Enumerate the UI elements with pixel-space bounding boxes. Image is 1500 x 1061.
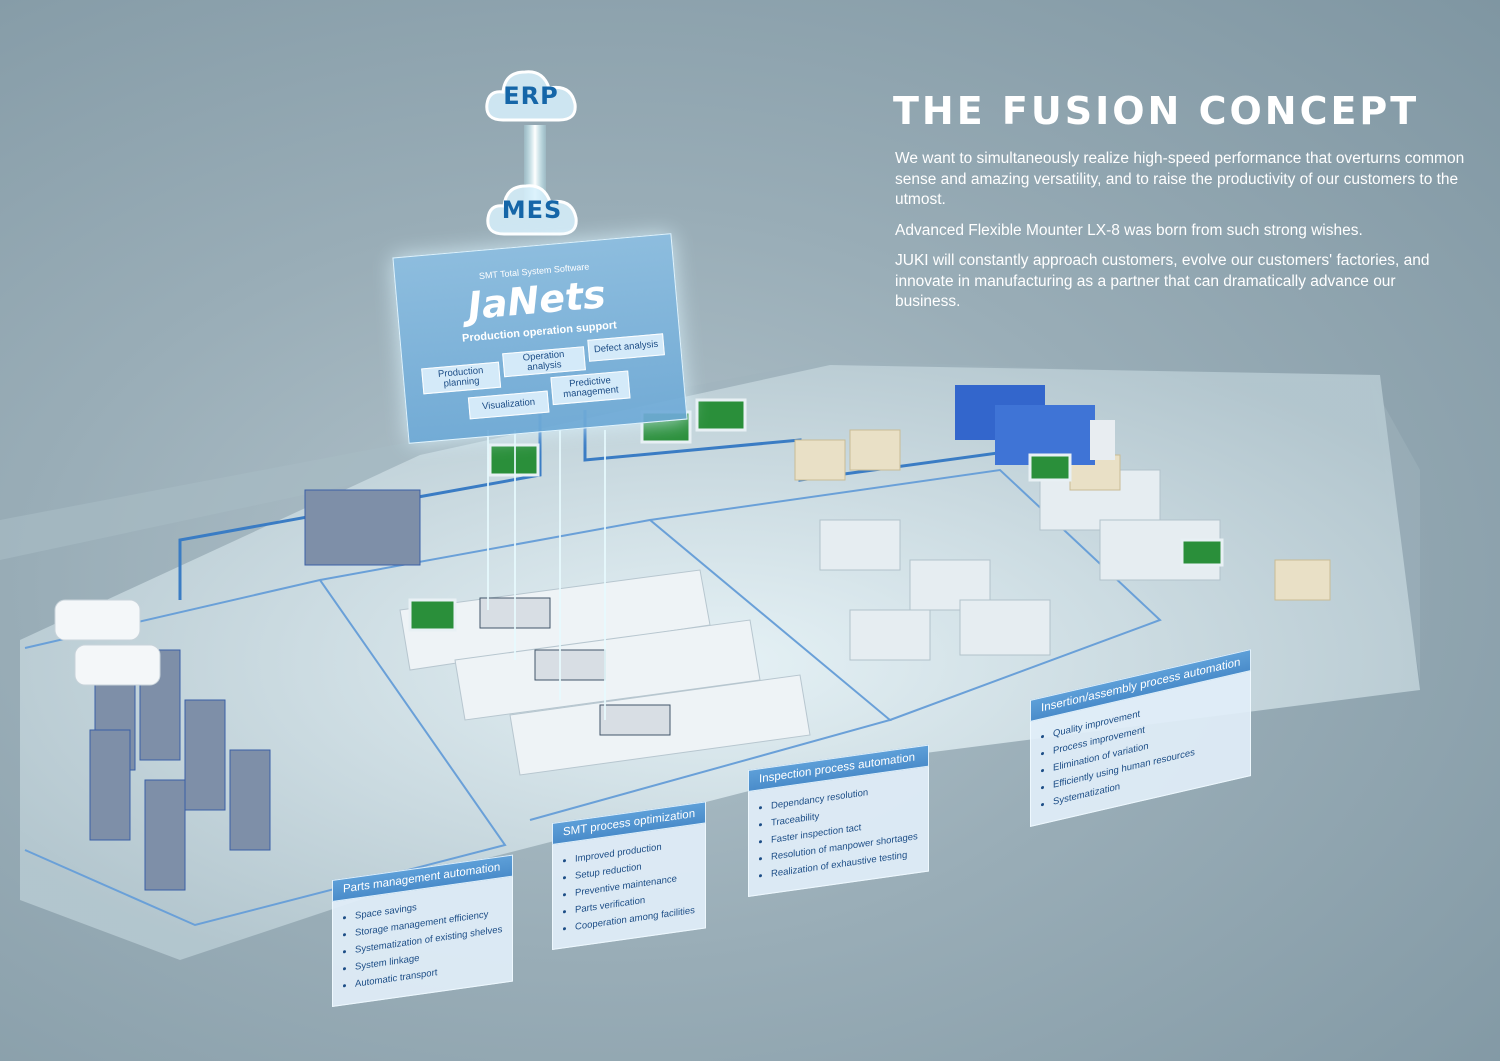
trucks	[955, 385, 1115, 465]
module-defect-analysis: Defect analysis	[587, 333, 665, 362]
module-operation-analysis: Operation analysis	[502, 346, 586, 378]
vans	[54, 599, 161, 686]
back-wall-left	[0, 440, 420, 560]
pallets	[794, 429, 1331, 601]
storage-racks	[89, 489, 421, 891]
mounter-heads	[479, 597, 671, 736]
panel-smt-process: SMT process optimization Improved produc…	[552, 801, 707, 950]
zone-outline-smt	[319, 518, 893, 821]
cloud-icon	[485, 70, 577, 122]
panel-inspection-process: Inspection process automation Dependancy…	[748, 744, 929, 897]
erp-label: ERP	[503, 82, 559, 110]
mes-cloud: MES	[484, 174, 580, 240]
erp-cloud: ERP	[483, 60, 579, 126]
janets-panel: SMT Total System Software JaNets Product…	[392, 233, 688, 444]
intro-paragraph: Advanced Flexible Mounter LX-8 was born …	[895, 221, 1363, 239]
panel-list: Improved production Setup reduction Prev…	[552, 823, 707, 950]
cloud-icon	[486, 184, 578, 236]
page-title: THE FUSION CONCEPT	[893, 89, 1420, 133]
intro-paragraph: We want to simultaneously realize high-s…	[895, 150, 1465, 208]
zone-outline-parts	[24, 578, 507, 927]
data-beams	[487, 430, 606, 720]
back-wall-right	[620, 360, 1420, 680]
module-visualization: Visualization	[467, 390, 550, 420]
panel-parts-management: Parts management automation Space saving…	[332, 854, 514, 1007]
mes-label: MES	[501, 196, 563, 224]
inspection-machines	[819, 469, 1221, 661]
intro-text: We want to simultaneously realize high-s…	[895, 149, 1465, 323]
intro-paragraph: JUKI will constantly approach customers,…	[895, 252, 1430, 310]
module-production-planning: Production planning	[421, 361, 502, 395]
module-predictive-management: Predictive management	[550, 370, 631, 406]
zone-outline-inspection	[649, 468, 1162, 721]
